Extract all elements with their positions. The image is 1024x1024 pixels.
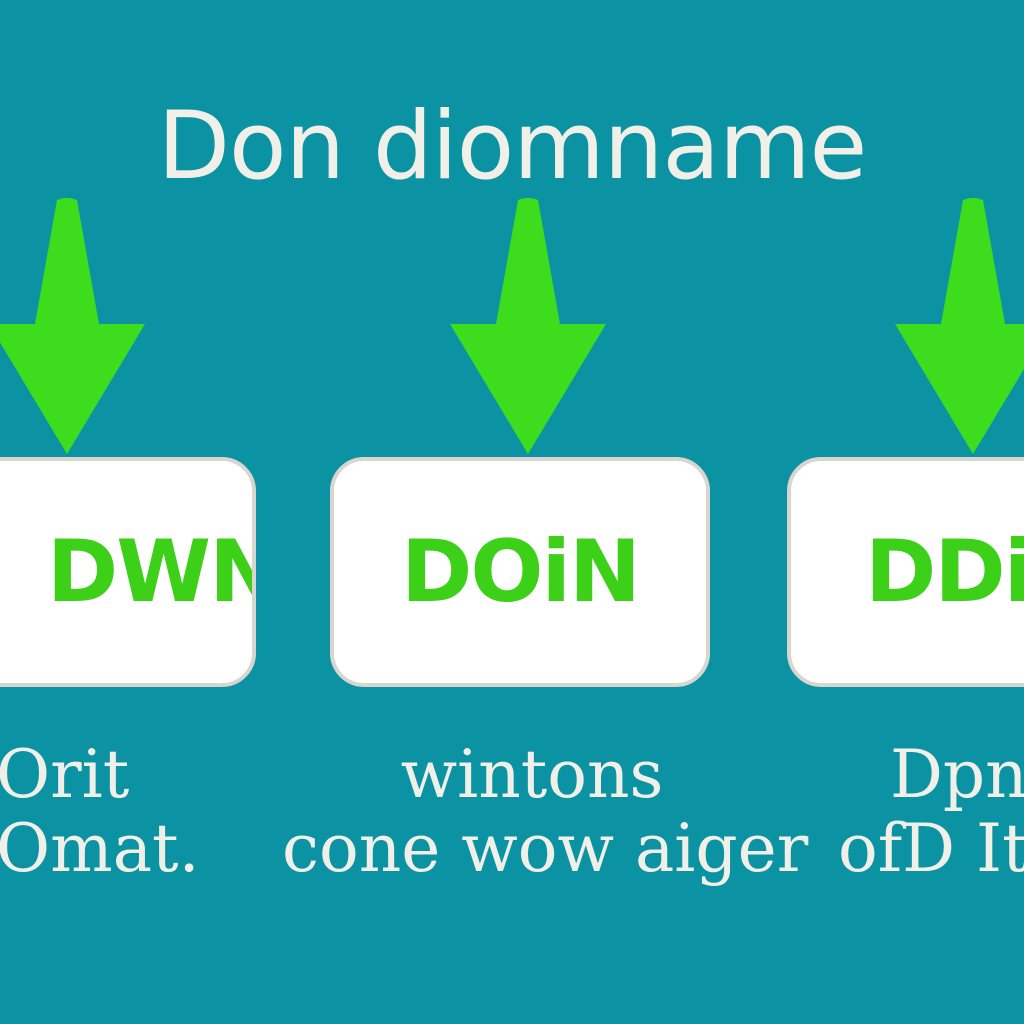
down-arrow-icon bbox=[448, 198, 608, 458]
diagram-title: Don diomname bbox=[157, 92, 868, 201]
down-arrow-icon bbox=[0, 198, 147, 458]
box-ddi: DDi bbox=[787, 457, 1024, 687]
box-doin: DOiN bbox=[330, 457, 710, 687]
caption-3: Dpn ofD Iti bbox=[838, 738, 1024, 886]
caption-2: wintons cone wow aiger bbox=[282, 736, 809, 887]
caption-line: Omat. bbox=[0, 810, 200, 887]
box-down: DWN bbox=[0, 457, 256, 687]
box-label: DOiN bbox=[401, 522, 641, 622]
caption-1: Orit Omat. bbox=[0, 738, 200, 886]
caption-line: ofD Iti bbox=[838, 810, 1024, 887]
caption-line: Dpn bbox=[890, 736, 1024, 813]
caption-line: wintons bbox=[400, 736, 664, 813]
box-label: DWN bbox=[46, 522, 256, 622]
caption-line: Orit bbox=[0, 736, 130, 813]
down-arrow-icon bbox=[893, 198, 1024, 458]
box-label: DDi bbox=[865, 522, 1024, 622]
caption-line: cone wow aiger bbox=[282, 810, 809, 887]
